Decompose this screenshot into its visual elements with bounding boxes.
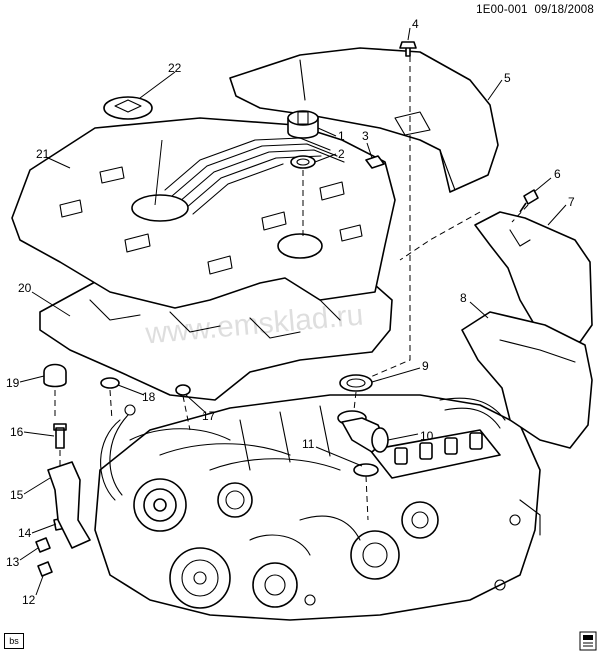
part-2-seal bbox=[290, 155, 316, 169]
footer-badge: bs bbox=[4, 633, 24, 649]
part-13-bolt bbox=[35, 537, 51, 553]
callout-4: 4 bbox=[412, 17, 419, 31]
part-15-bracket bbox=[47, 461, 91, 549]
callout-9: 9 bbox=[422, 359, 429, 373]
part-11-seal bbox=[353, 463, 379, 477]
part-8-shield bbox=[461, 311, 593, 449]
part-5-cover bbox=[229, 47, 499, 193]
part-16-stud bbox=[53, 423, 67, 449]
callout-20: 20 bbox=[18, 281, 32, 295]
callout-8: 8 bbox=[460, 291, 467, 305]
callout-13: 13 bbox=[6, 555, 20, 569]
callout-17: 17 bbox=[202, 409, 216, 423]
part-22-emblem bbox=[103, 96, 153, 120]
callout-5: 5 bbox=[504, 71, 511, 85]
callout-2: 2 bbox=[338, 147, 345, 161]
part-7-shield bbox=[474, 211, 593, 343]
callout-22: 22 bbox=[168, 61, 182, 75]
page-icon bbox=[579, 631, 597, 651]
callouts: 1 2 3 4 5 6 7 8 9 10 11 12 13 14 15 16 1… bbox=[6, 17, 575, 607]
callout-7: 7 bbox=[568, 195, 575, 209]
callout-14: 14 bbox=[18, 526, 32, 540]
callout-3: 3 bbox=[362, 129, 369, 143]
engine-assembly bbox=[94, 394, 541, 621]
diagram-id: 1E00-001 bbox=[476, 4, 528, 16]
callout-21: 21 bbox=[36, 147, 50, 161]
callout-18: 18 bbox=[142, 390, 156, 404]
part-6-bolt bbox=[519, 189, 539, 213]
part-18-grommet bbox=[100, 377, 120, 389]
callout-16: 16 bbox=[10, 425, 24, 439]
part-3-grommet bbox=[365, 155, 385, 169]
callout-19: 19 bbox=[6, 376, 20, 390]
diagram-header: 1E00-001 09/18/2008 bbox=[386, 4, 594, 16]
leader-lines bbox=[19, 27, 567, 596]
callout-6: 6 bbox=[554, 167, 561, 181]
part-19-grommet bbox=[43, 363, 67, 388]
callout-15: 15 bbox=[10, 488, 24, 502]
part-17-grommet bbox=[175, 384, 191, 396]
part-9-seal bbox=[339, 374, 373, 392]
callout-10: 10 bbox=[420, 429, 434, 443]
callout-12: 12 bbox=[22, 593, 36, 607]
callout-11: 11 bbox=[302, 437, 315, 451]
part-12-bolt bbox=[37, 561, 53, 577]
part-10-tube bbox=[337, 410, 389, 453]
part-1-oil-filler-cap bbox=[287, 110, 319, 139]
diagram-date: 09/18/2008 bbox=[534, 4, 594, 16]
callout-1: 1 bbox=[338, 129, 345, 143]
